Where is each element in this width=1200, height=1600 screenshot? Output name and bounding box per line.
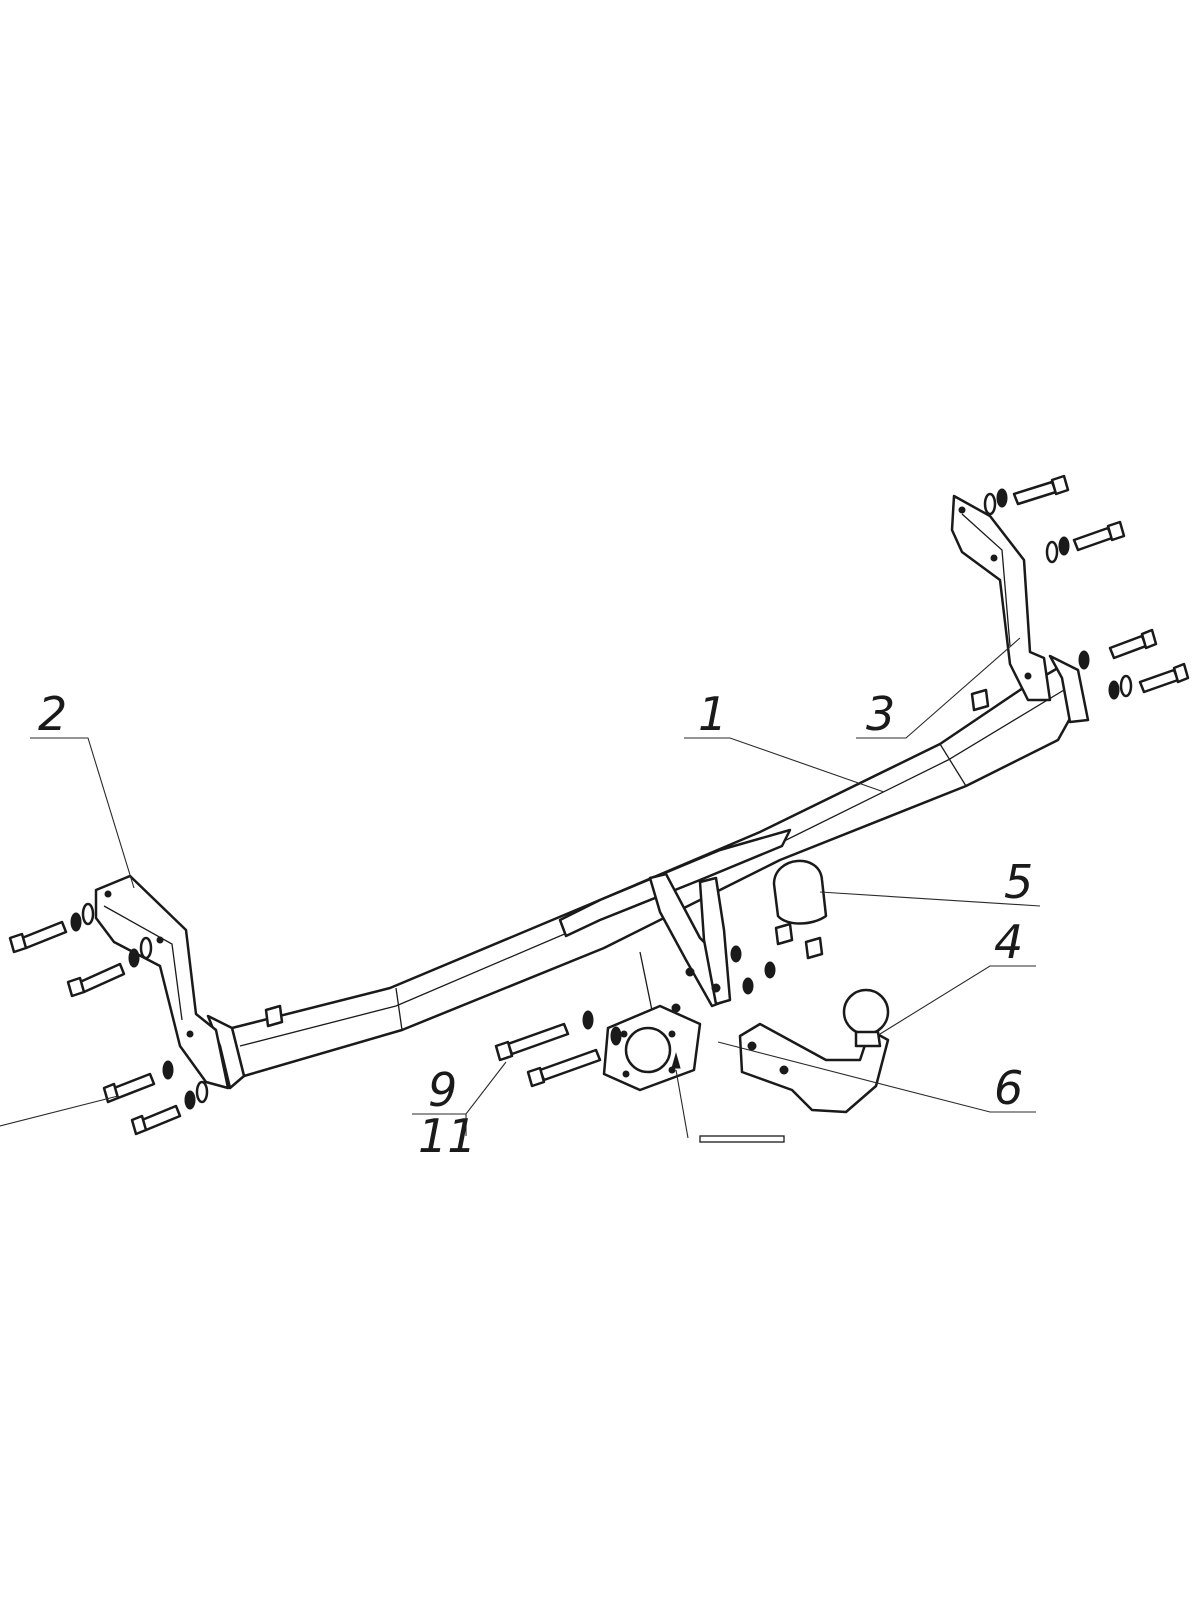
part-label-6: 6 [994, 1061, 1023, 1115]
part-label-1: 1 [698, 687, 727, 741]
left-bracket [94, 874, 230, 1090]
part-label-9: 9 [428, 1063, 457, 1117]
part-label-2: 2 [38, 687, 67, 741]
center-fasteners [494, 922, 824, 1088]
ball-cap [772, 859, 828, 925]
crossbar-mount-plate [558, 828, 792, 938]
part-label-5: 5 [1004, 855, 1033, 909]
hitch-bracket [639, 872, 732, 1053]
part-label-4: 4 [994, 915, 1023, 969]
right-bracket [950, 494, 1052, 702]
leader-lines [0, 637, 1041, 1143]
socket-plate [602, 1004, 702, 1092]
right-fasteners [970, 474, 1190, 712]
part-label-11: 11 [418, 1109, 477, 1163]
tow-ball-arm [738, 1022, 890, 1114]
part-label-3: 3 [866, 687, 895, 741]
left-fasteners [8, 902, 284, 1136]
tow-ball [842, 988, 890, 1048]
